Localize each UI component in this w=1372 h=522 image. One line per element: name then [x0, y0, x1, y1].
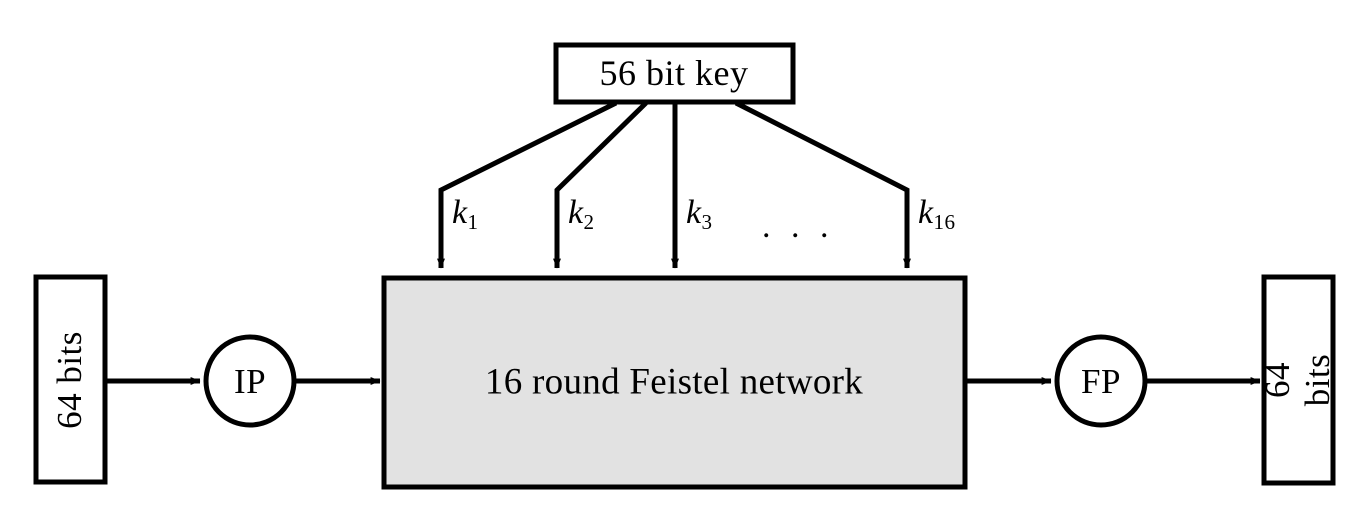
feistel-block-label: 16 round Feistel network — [484, 361, 864, 403]
subkey-symbol-k16: k — [918, 194, 934, 231]
subkey-index-k16: 16 — [933, 209, 956, 234]
subkey-index-k3: 3 — [701, 209, 713, 234]
initial-permutation-label: IP — [233, 362, 267, 401]
subkey-symbol-k1: k — [452, 194, 468, 231]
subkey-symbol-k2: k — [568, 194, 584, 231]
subkey-ellipsis: . . . — [762, 208, 835, 245]
subkey-index-k1: 1 — [467, 209, 479, 234]
subkey-label-k1: k1 — [452, 194, 478, 233]
subkey-label-k3: k3 — [686, 194, 712, 233]
key-path-k1 — [437, 100, 618, 269]
input-block-rect — [33, 274, 108, 485]
key-block-rect — [553, 42, 796, 105]
input-block-label: 64 bits — [50, 331, 89, 429]
output-block-rect — [1261, 274, 1336, 486]
final-permutation-label: FP — [1081, 362, 1121, 401]
subkey-index-k2: 2 — [583, 209, 595, 234]
subkey-label-k2: k2 — [568, 194, 594, 233]
subkey-label-k16: k16 — [918, 194, 955, 233]
key-block-label: 56 bit key — [599, 53, 749, 93]
key-path-k16 — [734, 100, 911, 269]
key-path-k2 — [553, 101, 648, 269]
subkey-symbol-k3: k — [686, 194, 702, 231]
output-block-label: 64 bits — [1258, 353, 1337, 407]
